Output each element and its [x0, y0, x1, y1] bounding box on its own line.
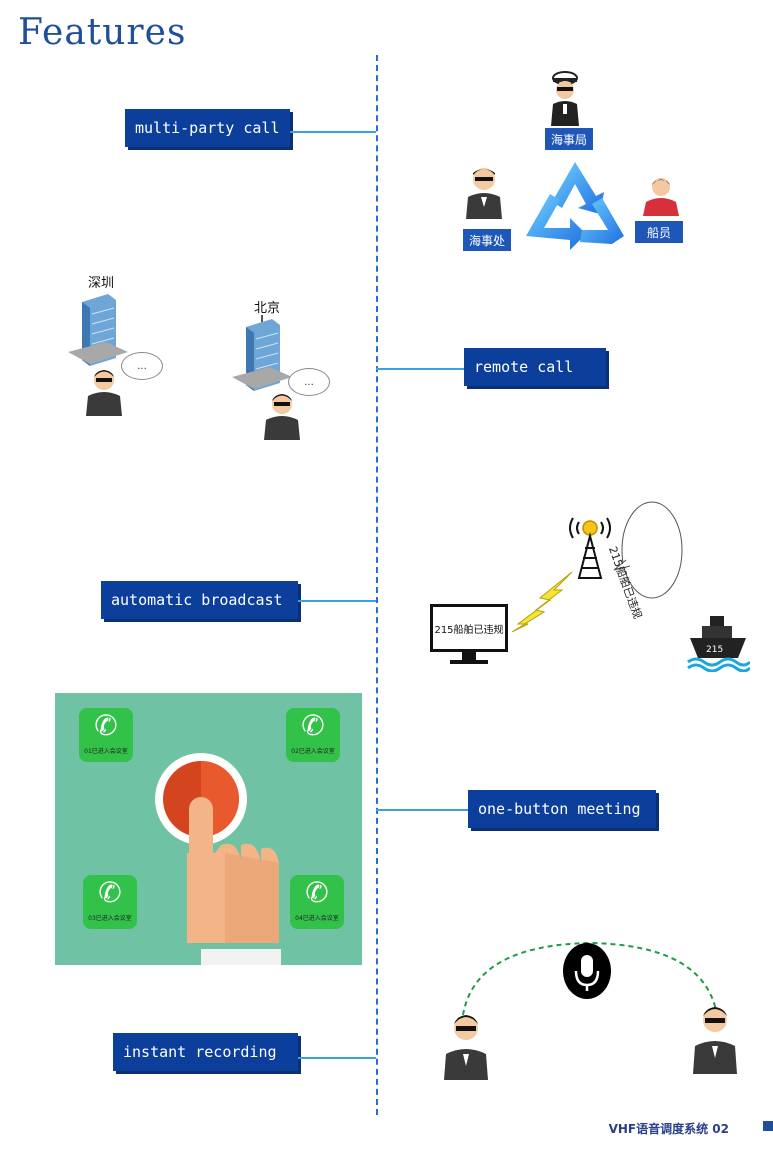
phone-icon: ✆ [98, 876, 122, 909]
press-button-hand-icon [155, 753, 281, 965]
phone-icon: ✆ [305, 876, 329, 909]
city-label-beijing: 北京 [254, 301, 281, 316]
phone-icon: ✆ [94, 709, 118, 742]
timeline-divider [376, 55, 378, 1115]
person-right-icon [262, 390, 302, 440]
speech-bubble-left: ... [121, 352, 163, 380]
phone-status-4: 04已进入会议室 [295, 915, 339, 922]
officer-top-icon [545, 68, 585, 126]
connector-line [290, 131, 376, 133]
role-label-left: 海事处 [463, 229, 511, 251]
label-remote-call: remote call [464, 348, 606, 386]
monitor-icon: 215船舶已违规 [430, 604, 510, 668]
meeting-panel: ✆ 01已进入会议室 ✆ 02已进入会议室 ✆ 03已进入会议室 ✆ 04已进入… [55, 693, 362, 965]
broadcast-bubble: 215船舶已违规 [606, 500, 686, 621]
person-speaker-left-icon [441, 1010, 491, 1080]
connector-line [298, 600, 376, 602]
officer-left-icon [462, 163, 506, 219]
connector-line [376, 809, 468, 811]
person-left-icon [84, 366, 124, 416]
footer-page-label: VHF语音调度系统 02 [608, 1122, 729, 1136]
microphone-icon [562, 943, 612, 1001]
role-label-right: 船员 [635, 221, 683, 243]
connector-line [376, 368, 464, 370]
meeting-phone-1: ✆ 01已进入会议室 [79, 708, 133, 762]
meeting-phone-2: ✆ 02已进入会议室 [286, 708, 340, 762]
lightning-bolt-icon [510, 571, 574, 633]
meeting-phone-4: ✆ 04已进入会议室 [290, 875, 344, 929]
crew-member-icon [640, 176, 682, 216]
ship-number: 215 [706, 645, 724, 655]
meeting-phone-3: ✆ 03已进入会议室 [83, 875, 137, 929]
recycle-arrows-icon [522, 158, 628, 254]
phone-status-2: 02已进入会议室 [291, 748, 335, 755]
person-speaker-right-icon [690, 1002, 740, 1074]
monitor-screen-text: 215船舶已违规 [430, 604, 508, 652]
label-one-button-meeting: one-button meeting [468, 790, 656, 828]
label-multi-party-call: multi-party call [125, 109, 290, 147]
phone-status-1: 01已进入会议室 [84, 748, 128, 755]
phone-icon: ✆ [301, 709, 325, 742]
label-automatic-broadcast: automatic broadcast [101, 581, 298, 619]
building-left-icon [68, 290, 128, 368]
phone-status-3: 03已进入会议室 [88, 915, 132, 922]
speech-bubble-right: ... [288, 368, 330, 396]
connector-line [298, 1057, 376, 1059]
role-label-top: 海事局 [545, 128, 593, 150]
label-instant-recording: instant recording [113, 1033, 298, 1071]
city-label-shenzhen: 深圳 [88, 276, 115, 291]
radio-tower-icon [565, 510, 615, 580]
page-title: Features [18, 12, 187, 53]
footer-square-icon [763, 1121, 773, 1131]
building-right-icon [232, 315, 292, 393]
ship-icon: 215 [686, 614, 750, 672]
